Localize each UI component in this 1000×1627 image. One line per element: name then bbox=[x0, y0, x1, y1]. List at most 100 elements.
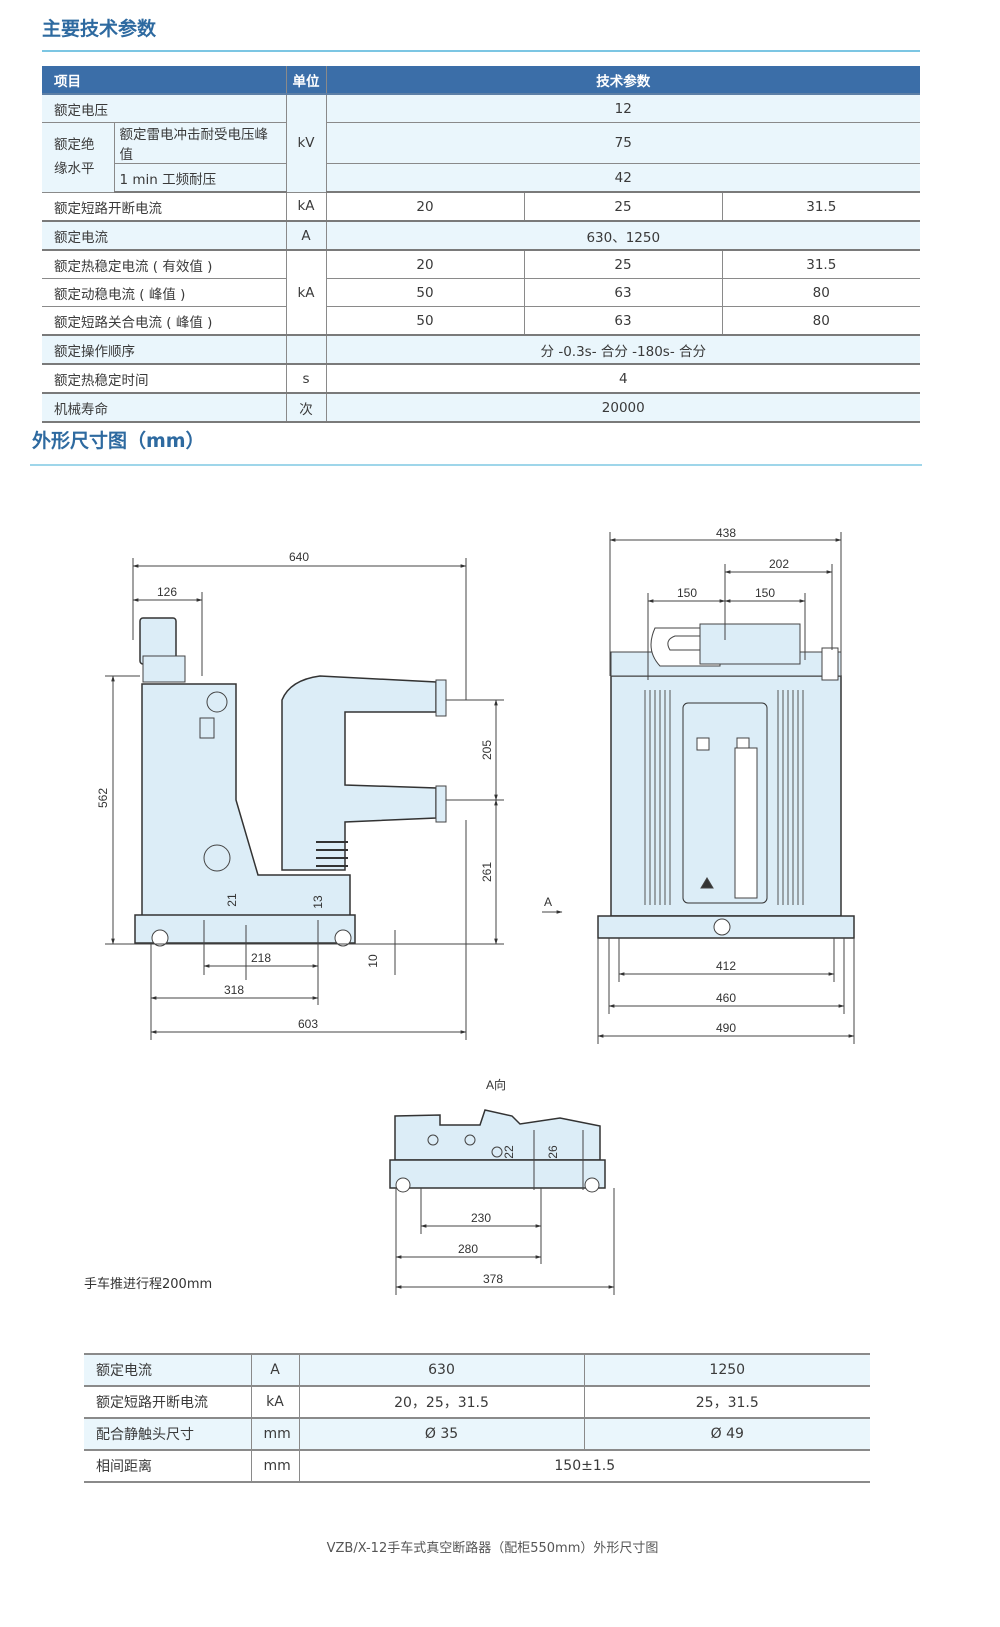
row-label: 额定动稳电流 ( 峰值 ) bbox=[42, 278, 287, 307]
dim-205: 205 bbox=[480, 740, 494, 760]
dim-460: 460 bbox=[716, 991, 736, 1005]
section-title-specs: 主要技术参数 bbox=[42, 18, 157, 40]
lift-hook-icon bbox=[199, 717, 215, 739]
row-value: 63 bbox=[524, 278, 723, 307]
side-view-drawing bbox=[105, 558, 504, 1040]
front-bracket bbox=[821, 647, 839, 681]
table-row: 配合静触头尺寸 mm Ø 35 Ø 49 bbox=[84, 1418, 870, 1451]
front-vent-left bbox=[644, 690, 671, 905]
table-row: 额定短路开断电流 kA 20 25 31.5 bbox=[42, 192, 921, 222]
row-value: 42 bbox=[326, 163, 921, 193]
dim-640: 640 bbox=[289, 550, 309, 564]
warning-icon bbox=[700, 877, 714, 889]
dim-230: 230 bbox=[471, 1211, 491, 1225]
row-label: 相间距离 bbox=[84, 1450, 252, 1483]
side-wheel bbox=[334, 929, 352, 947]
dim-202: 202 bbox=[769, 557, 789, 571]
table-row: 额定热稳定时间 s 4 bbox=[42, 364, 921, 394]
row-label: 额定电压 bbox=[42, 94, 287, 123]
row-label: 额定操作顺序 bbox=[42, 335, 287, 365]
header-params: 技术参数 bbox=[326, 66, 921, 95]
a-view-chassis bbox=[389, 1159, 606, 1189]
dim-603: 603 bbox=[298, 1017, 318, 1031]
row-label: 额定电流 bbox=[42, 221, 287, 251]
side-wheel bbox=[151, 929, 169, 947]
table-row: 额定绝缘水平 额定雷电冲击耐受电压峰值 75 bbox=[42, 122, 921, 193]
row-unit: mm bbox=[251, 1450, 300, 1483]
side-hole bbox=[206, 691, 228, 713]
row-unit: kA bbox=[251, 1386, 300, 1419]
row-label: 额定短路开断电流 bbox=[84, 1386, 252, 1419]
side-top-base bbox=[142, 655, 186, 683]
dim-150-left: 150 bbox=[677, 586, 697, 600]
dim-412: 412 bbox=[716, 959, 736, 973]
contact-size-table: 额定电流 A 630 1250 额定短路开断电流 kA 20，25，31.5 2… bbox=[84, 1353, 870, 1483]
row-value: 63 bbox=[524, 306, 723, 336]
row-value-1250: 25，31.5 bbox=[584, 1386, 870, 1419]
dim-26: 26 bbox=[546, 1145, 560, 1159]
table-row: 额定动稳电流 ( 峰值 ) 50 63 80 bbox=[42, 278, 921, 307]
title-rule bbox=[42, 50, 920, 52]
travel-note: 手车推进行程200mm bbox=[84, 1277, 213, 1292]
row-label: 额定短路关合电流 ( 峰值 ) bbox=[42, 306, 287, 336]
front-crank-socket bbox=[713, 918, 731, 936]
row-label: 额定热稳定电流 ( 有效值 ) bbox=[42, 250, 287, 279]
front-view-drawing bbox=[542, 532, 855, 1044]
table-row: 额定电流 A 630、1250 bbox=[42, 221, 921, 251]
row-value: 20 bbox=[326, 192, 525, 222]
side-pole bbox=[281, 675, 437, 871]
dim-562: 562 bbox=[96, 788, 110, 808]
a-view-title: A向 bbox=[486, 1077, 506, 1092]
dim-10: 10 bbox=[366, 954, 380, 968]
dim-261: 261 bbox=[480, 862, 494, 882]
row-label: 额定雷电冲击耐受电压峰值 bbox=[114, 122, 287, 164]
table-row: 额定操作顺序 分 -0.3s- 合分 -180s- 合分 bbox=[42, 335, 921, 365]
row-value-630: Ø 35 bbox=[299, 1418, 585, 1451]
row-unit: kA bbox=[286, 192, 327, 222]
row-unit: mm bbox=[251, 1418, 300, 1451]
table-row: 额定短路关合电流 ( 峰值 ) 50 63 80 bbox=[42, 306, 921, 336]
dim-490: 490 bbox=[716, 1021, 736, 1035]
row-value: 4 bbox=[326, 364, 921, 394]
title-rule bbox=[30, 464, 922, 466]
row-value: 12 bbox=[326, 94, 921, 123]
dim-13: 13 bbox=[311, 895, 325, 909]
dim-378: 378 bbox=[483, 1272, 503, 1286]
row-value: 630、1250 bbox=[326, 221, 921, 251]
row-unit: s bbox=[286, 364, 327, 394]
table-row: 额定电流 A 630 1250 bbox=[84, 1354, 870, 1387]
row-label: 1 min 工频耐压 bbox=[114, 163, 287, 193]
row-value: 25 bbox=[524, 250, 723, 279]
table-row: 1 min 工频耐压 42 bbox=[42, 163, 921, 193]
row-value: 20 bbox=[326, 250, 525, 279]
view-arrow-label: A bbox=[544, 895, 552, 909]
dim-21: 21 bbox=[225, 893, 239, 907]
row-label: 额定热稳定时间 bbox=[42, 364, 287, 394]
a-view-hole bbox=[464, 1134, 476, 1146]
row-unit: kV bbox=[286, 94, 327, 193]
side-hole bbox=[203, 844, 231, 872]
figure-caption: VZB/X-12手车式真空断路器（配柜550mm）外形尺寸图 bbox=[326, 1541, 659, 1556]
dim-150-right: 150 bbox=[755, 586, 775, 600]
row-label: 机械寿命 bbox=[42, 393, 287, 423]
side-contact-lower bbox=[435, 785, 447, 823]
row-value-1250: 1250 bbox=[584, 1354, 870, 1387]
side-contact-upper bbox=[435, 679, 447, 717]
row-value: 25 bbox=[524, 192, 723, 222]
dim-126: 126 bbox=[157, 585, 177, 599]
row-value: 20000 bbox=[326, 393, 921, 423]
a-view-wheel bbox=[395, 1177, 411, 1193]
table-row: 额定短路开断电流 kA 20，25，31.5 25，31.5 bbox=[84, 1386, 870, 1419]
row-unit: A bbox=[286, 221, 327, 251]
front-contact-block bbox=[699, 623, 801, 665]
row-unit: 次 bbox=[286, 393, 327, 423]
dim-318: 318 bbox=[224, 983, 244, 997]
table-header-row: 项目 单位 技术参数 bbox=[42, 66, 921, 95]
header-item: 项目 bbox=[42, 66, 287, 95]
row-value-1250: Ø 49 bbox=[584, 1418, 870, 1451]
front-vent-right bbox=[777, 690, 804, 905]
row-value-630: 630 bbox=[299, 1354, 585, 1387]
row-value: 80 bbox=[722, 306, 921, 336]
row-value: 50 bbox=[326, 306, 525, 336]
